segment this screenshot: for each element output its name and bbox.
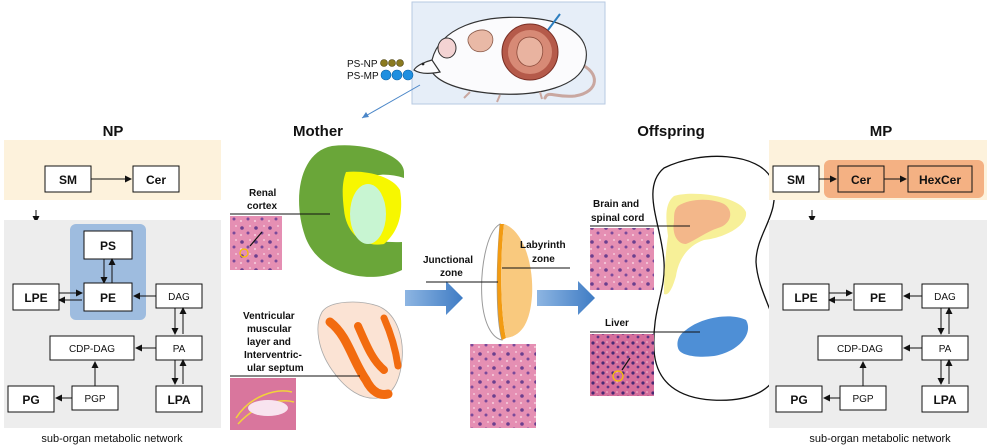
heart-label-1: Ventricular (243, 311, 295, 322)
np-pa: PA (173, 344, 186, 355)
offspring-title: Offspring (637, 123, 705, 140)
renal-tissue-image (230, 216, 282, 270)
mp-lpe: LPE (794, 291, 817, 305)
placenta-tissue-image (470, 344, 536, 428)
junctional-label-2: zone (440, 268, 463, 279)
mp-pg: PG (790, 393, 807, 407)
mp-cdp-dag: CDP-DAG (837, 344, 883, 355)
mouse-illustration: PS-NP PS-MP (347, 1, 606, 119)
mp-particles (380, 69, 414, 81)
np-dag: DAG (168, 292, 190, 303)
np-cer: Cer (146, 173, 166, 187)
mp-panel: MP SM Cer HexCer LPE PE DAG CDP-DAG PA P… (769, 123, 987, 445)
np-lpa: LPA (167, 393, 190, 407)
heart-label-4: Interventric- (244, 350, 302, 361)
mp-pe: PE (870, 291, 886, 305)
liver-tissue-image (590, 334, 654, 396)
mp-hexcer: HexCer (919, 173, 961, 187)
mp-cer: Cer (851, 173, 871, 187)
mp-pa: PA (939, 344, 952, 355)
liver-label: Liver (605, 318, 629, 329)
np-lpe: LPE (24, 291, 47, 305)
mother-title: Mother (293, 123, 343, 140)
renal-label-2: cortex (247, 201, 277, 212)
labyrinth-label-2: zone (532, 254, 555, 265)
mp-title: MP (870, 123, 893, 140)
brain (673, 199, 731, 244)
exposure-arrow (361, 84, 421, 119)
np-caption: sub-organ metabolic network (41, 433, 183, 445)
mother-to-placenta-arrow (405, 281, 463, 315)
brain-label-1: Brain and (593, 199, 639, 210)
labyrinth-label-1: Labyrinth (520, 240, 566, 251)
brain-label-2: spinal cord (591, 213, 644, 224)
np-cdp-dag: CDP-DAG (69, 344, 115, 355)
renal-label-1: Renal (249, 188, 276, 199)
mother-section: Mother Renal cortex Ventricular muscular… (230, 123, 404, 430)
np-pg: PG (22, 393, 39, 407)
legend-mp-label: PS-MP (347, 71, 379, 82)
placenta-to-offspring-arrow (537, 281, 595, 315)
heart-illustration (317, 301, 403, 399)
np-pe: PE (100, 291, 116, 305)
heart-label-5: ular septum (247, 363, 304, 374)
legend-np-label: PS-NP (347, 59, 378, 70)
np-particles (380, 59, 404, 67)
np-pgp: PGP (84, 394, 105, 405)
np-title: NP (103, 123, 124, 140)
brain-tissue-image (590, 228, 654, 290)
liver (677, 316, 749, 357)
np-ps: PS (100, 239, 116, 253)
np-panel: NP SM Cer PS PE LPE DAG CDP-DAG PA P (4, 123, 221, 445)
heart-label-3: layer and (247, 337, 291, 348)
mp-lpa: LPA (933, 393, 956, 407)
kidney-illustration (299, 145, 404, 277)
offspring-section: Offspring Brain and spinal cord Liver (590, 123, 781, 401)
placenta-section: Junctional zone Labyrinth zone (423, 223, 570, 428)
heart-label-2: muscular (247, 324, 292, 335)
mp-dag: DAG (934, 292, 956, 303)
mp-pgp: PGP (852, 394, 873, 405)
mp-sm: SM (787, 173, 805, 187)
junctional-label-1: Junctional (423, 255, 473, 266)
mp-caption: sub-organ metabolic network (809, 433, 951, 445)
np-top-box (4, 140, 221, 200)
np-sm: SM (59, 173, 77, 187)
